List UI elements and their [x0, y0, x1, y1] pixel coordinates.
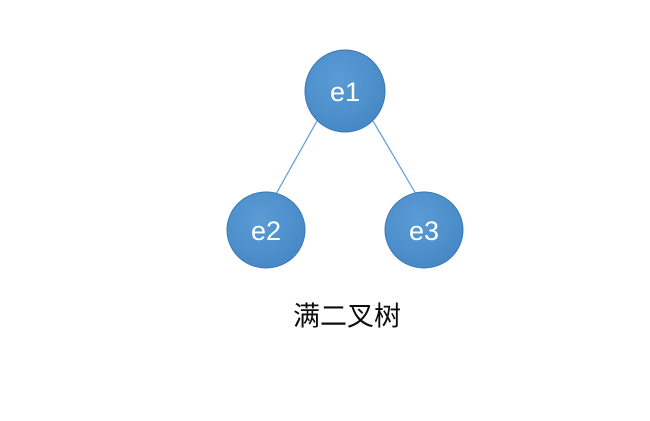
- node-label-e3: e3: [409, 216, 439, 246]
- diagram-caption: 满二叉树: [293, 302, 401, 333]
- tree-node-e3[interactable]: e3: [384, 191, 464, 269]
- edge-e1-e2: [275, 120, 318, 195]
- edge-group: [275, 120, 417, 195]
- node-label-e2: e2: [251, 216, 281, 246]
- tree-node-e2[interactable]: e2: [226, 191, 306, 269]
- node-shape-e3[interactable]: [384, 191, 464, 269]
- tree-node-e1[interactable]: e1: [304, 49, 386, 133]
- node-shape-e2[interactable]: [226, 191, 306, 269]
- edge-e1-e3: [372, 120, 417, 195]
- node-shape-e1[interactable]: [304, 49, 386, 133]
- node-label-e1: e1: [330, 77, 360, 107]
